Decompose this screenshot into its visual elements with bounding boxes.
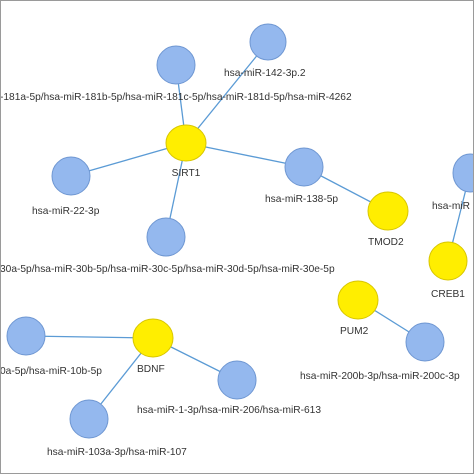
mirna-node-mir-30[interactable] <box>146 217 186 257</box>
node-label-sirt1: SIRT1 <box>172 168 201 179</box>
mirna-node-mir-1[interactable] <box>217 360 257 400</box>
node-label-mir-22: hsa-miR-22-3p <box>32 206 100 217</box>
node-label-mir-creb-top: hsa-miR <box>432 201 470 212</box>
mirna-node-mir-103[interactable] <box>69 399 109 439</box>
gene-node-creb1[interactable] <box>428 241 468 281</box>
node-label-tmod2: TMOD2 <box>368 237 404 248</box>
mirna-node-mir-138[interactable] <box>284 147 324 187</box>
node-label-mir-138: hsa-miR-138-5p <box>265 194 338 205</box>
node-label-mir-181: -181a-5p/hsa-miR-181b-5p/hsa-miR-181c-5p… <box>0 92 352 103</box>
node-label-mir-142: hsa-miR-142-3p.2 <box>224 68 306 79</box>
label-layer: SIRT1 hsa-miR-142-3p.2 -181a-5p/hsa-miR-18… <box>0 68 470 458</box>
gene-node-tmod2[interactable] <box>367 191 409 231</box>
node-label-bdnf: BDNF <box>137 364 165 375</box>
mirna-node-mir-142[interactable] <box>249 23 287 61</box>
gene-node-pum2[interactable] <box>337 280 379 320</box>
mirna-node-mir-creb-top[interactable] <box>452 153 474 193</box>
node-label-mir-10: 0a-5p/hsa-miR-10b-5p <box>0 366 102 377</box>
mirna-node-mir-10[interactable] <box>6 316 46 356</box>
node-label-mir-200: hsa-miR-200b-3p/hsa-miR-200c-3p <box>300 371 460 382</box>
edge-sirt1-mir-142 <box>185 41 269 144</box>
gene-node-sirt1[interactable] <box>165 124 207 162</box>
node-label-mir-30: 30a-5p/hsa-miR-30b-5p/hsa-miR-30c-5p/hsa… <box>0 264 335 275</box>
node-label-mir-103: hsa-miR-103a-3p/hsa-miR-107 <box>47 447 187 458</box>
node-label-creb1: CREB1 <box>431 289 465 300</box>
mirna-node-mir-181[interactable] <box>156 45 196 85</box>
edge-bdnf-mir-10 <box>25 335 154 339</box>
node-layer <box>6 23 474 439</box>
node-label-pum2: PUM2 <box>340 326 369 337</box>
gene-node-bdnf[interactable] <box>132 318 174 358</box>
mirna-node-mir-22[interactable] <box>51 156 91 196</box>
mirna-node-mir-200[interactable] <box>405 322 445 362</box>
node-label-mir-1: hsa-miR-1-3p/hsa-miR-206/hsa-miR-613 <box>137 405 321 416</box>
